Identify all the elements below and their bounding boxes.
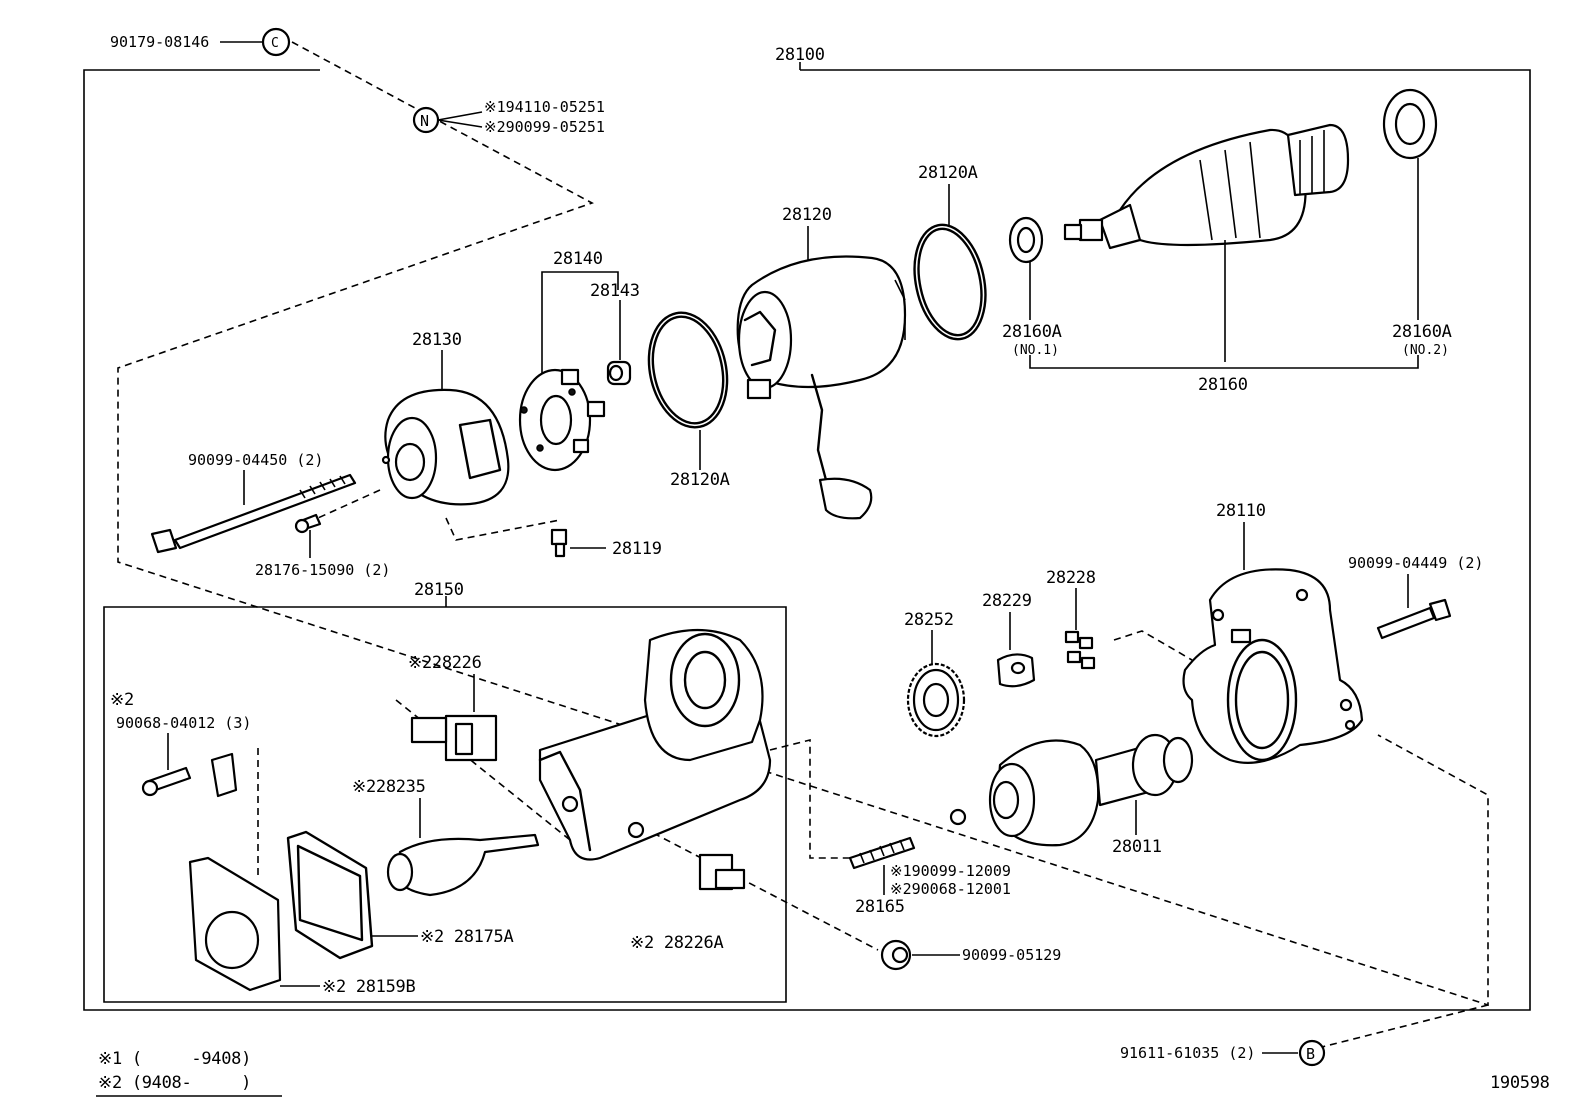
label-28011: 28011 bbox=[1112, 837, 1162, 857]
part-solenoid-housing bbox=[538, 628, 772, 861]
part-28110-housing: 28110 bbox=[1182, 501, 1364, 764]
kit-assembly-frame: 28150 bbox=[103, 580, 787, 1003]
part-28120-field-frame: 28120 bbox=[736, 205, 907, 520]
part-91611-61035: 91611-61035 (2) B bbox=[1120, 1039, 1326, 1067]
part-28011-clutch: 28011 bbox=[988, 733, 1194, 857]
part-28226-terminal: ※228226 bbox=[408, 653, 498, 762]
label-28100: 28100 bbox=[775, 45, 825, 65]
part-28130-end-frame: 28130 bbox=[381, 330, 510, 506]
part-90099-04450-bolt: 90099-04450 (2) bbox=[150, 451, 357, 554]
label-90099-05129: 90099-05129 bbox=[962, 946, 1061, 964]
part-28120A-ring-upper: 28120A bbox=[913, 163, 987, 341]
part-28226A-terminal: ※2 28226A bbox=[630, 853, 746, 953]
label-star2: ※2 bbox=[110, 690, 134, 710]
label-28228: 28228 bbox=[1046, 568, 1096, 588]
label-28130: 28130 bbox=[412, 330, 462, 350]
part-28228: 28228 bbox=[1046, 568, 1096, 670]
main-assembly-frame: 28100 bbox=[83, 45, 1531, 1011]
part-n-marker: N ※194110-05251 ※290099-05251 bbox=[412, 98, 605, 136]
part-28165-spring: ※190099-12009 ※290068-12001 28165 bbox=[848, 808, 1011, 917]
nut-icon bbox=[261, 27, 291, 57]
label-28226A: ※2 28226A bbox=[630, 933, 723, 953]
label-28165: 28165 bbox=[855, 897, 905, 917]
part-28119: 28119 bbox=[550, 528, 662, 559]
label-28150: 28150 bbox=[414, 580, 464, 600]
label-90099-12009: ※190099-12009 bbox=[890, 862, 1011, 880]
part-28176-15090-screw: 28176-15090 (2) bbox=[255, 513, 390, 579]
label-28226: ※228226 bbox=[408, 653, 482, 673]
label-28160A-no2-sub: (NO.2) bbox=[1402, 343, 1449, 358]
label-28140: 28140 bbox=[553, 249, 603, 269]
label-28119: 28119 bbox=[612, 539, 662, 559]
part-28235-plunger: ※228235 bbox=[352, 777, 540, 897]
marker-n: N bbox=[420, 112, 429, 130]
label-28120A-lower: 28120A bbox=[670, 470, 730, 490]
label-28160A-no1: 28160A bbox=[1002, 322, 1062, 342]
part-28120A-ring-lower: 28120A bbox=[647, 311, 730, 490]
part-28160A-bearing-1: 28160A (NO.1) bbox=[1002, 216, 1062, 358]
part-28140-brush-holder: 28140 28143 bbox=[518, 249, 640, 472]
part-90099-05129-nut: 90099-05129 bbox=[880, 939, 1061, 971]
part-28160A-bearing-2: 28160A (NO.2) bbox=[1382, 88, 1452, 358]
label-28175A: ※2 28175A bbox=[420, 927, 513, 947]
label-28160: 28160 bbox=[1198, 375, 1248, 395]
part-90068-04012: ※2 90068-04012 (3) bbox=[110, 690, 251, 798]
label-90179-08146: 90179-08146 bbox=[110, 33, 209, 51]
label-28110: 28110 bbox=[1216, 501, 1266, 521]
label-28235: ※228235 bbox=[352, 777, 426, 797]
label-90099-05251: ※290099-05251 bbox=[484, 118, 605, 136]
label-91611-61035: 91611-61035 (2) bbox=[1120, 1044, 1255, 1062]
part-90099-04449-bolt: 90099-04449 (2) bbox=[1348, 554, 1483, 640]
part-28159B-cover: ※2 28159B bbox=[188, 856, 416, 997]
legend: ※1 ( -9408) ※2 (9408- ) bbox=[96, 1049, 282, 1097]
label-28160A-no1-sub: (NO.1) bbox=[1012, 343, 1059, 358]
part-28252-gear: 28252 bbox=[904, 610, 966, 738]
label-28159B: ※2 28159B bbox=[322, 977, 415, 997]
marker-c: C bbox=[271, 36, 279, 51]
label-28160A-no2: 28160A bbox=[1392, 322, 1452, 342]
label-28252: 28252 bbox=[904, 610, 954, 630]
legend-row-1: ※1 ( -9408) bbox=[98, 1049, 251, 1069]
part-28175A-gasket: ※2 28175A bbox=[286, 830, 514, 960]
label-28176-15090: 28176-15090 (2) bbox=[255, 561, 390, 579]
label-28143: 28143 bbox=[590, 281, 640, 301]
label-94110-05251: ※194110-05251 bbox=[484, 98, 605, 116]
label-28229: 28229 bbox=[982, 591, 1032, 611]
dashed-leaders bbox=[117, 41, 1489, 1051]
label-28120A-upper: 28120A bbox=[918, 163, 978, 183]
diagram-id: 190598 bbox=[1490, 1073, 1550, 1093]
part-28160-armature: 28160 bbox=[1029, 123, 1419, 395]
part-90179-08146: 90179-08146 C bbox=[110, 27, 291, 57]
label-90099-04450: 90099-04450 (2) bbox=[188, 451, 323, 469]
label-90068-12001: ※290068-12001 bbox=[890, 880, 1011, 898]
label-90068-04012: 90068-04012 (3) bbox=[116, 714, 251, 732]
label-28120: 28120 bbox=[782, 205, 832, 225]
label-90099-04449: 90099-04449 (2) bbox=[1348, 554, 1483, 572]
legend-row-2: ※2 (9408- ) bbox=[98, 1073, 251, 1093]
part-28229: 28229 bbox=[982, 591, 1036, 688]
marker-b: B bbox=[1306, 1045, 1315, 1063]
